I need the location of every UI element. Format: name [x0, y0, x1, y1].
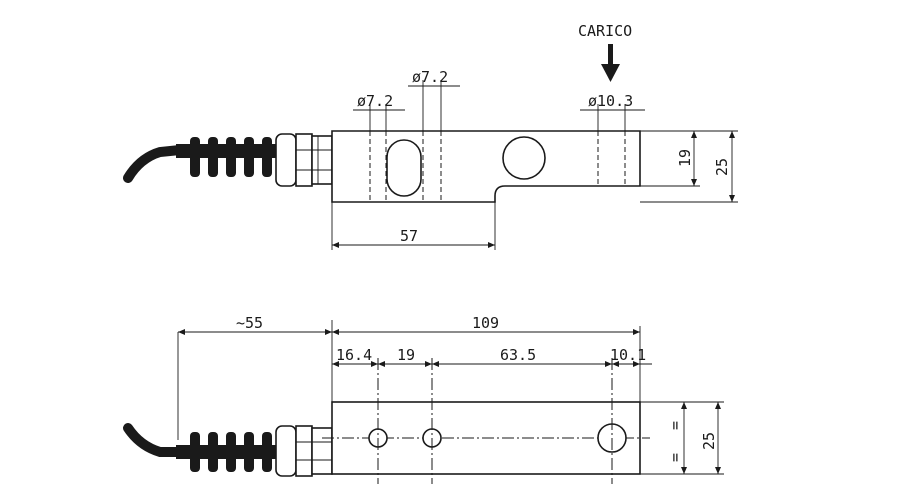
cable-bottom — [123, 423, 276, 472]
cable-gland-top — [275, 133, 333, 187]
cable-top — [123, 137, 276, 183]
hole-mid-diameter: ø7.2 — [412, 68, 448, 86]
height-19: 19 — [676, 149, 694, 167]
slot-hole — [386, 139, 422, 197]
top-view: CARICO — [123, 22, 738, 250]
cable-length: ~55 — [236, 314, 263, 332]
equal-mark-top: = — [666, 421, 684, 430]
dim-63-5: 63.5 — [500, 346, 536, 364]
length-57: 57 — [400, 227, 418, 245]
load-cell-body-top — [331, 130, 641, 203]
cable-gland-bottom — [275, 425, 333, 477]
dim-16-4: 16.4 — [336, 346, 372, 364]
equal-mark-bottom: = — [666, 453, 684, 462]
height-25-top: 25 — [713, 158, 731, 176]
total-length-109: 109 — [472, 314, 499, 332]
round-hole — [502, 136, 546, 180]
hole-right-diameter: ø10.3 — [588, 92, 633, 110]
dim-19: 19 — [397, 346, 415, 364]
load-label: CARICO — [578, 22, 632, 40]
bottom-view: ~55 109 16.4 19 63.5 10.1 = = 25 — [123, 314, 724, 484]
load-arrow-icon — [601, 44, 620, 82]
dim-10-1: 10.1 — [610, 346, 646, 364]
height-25-bottom: 25 — [700, 432, 718, 450]
hole-left-diameter: ø7.2 — [357, 92, 393, 110]
